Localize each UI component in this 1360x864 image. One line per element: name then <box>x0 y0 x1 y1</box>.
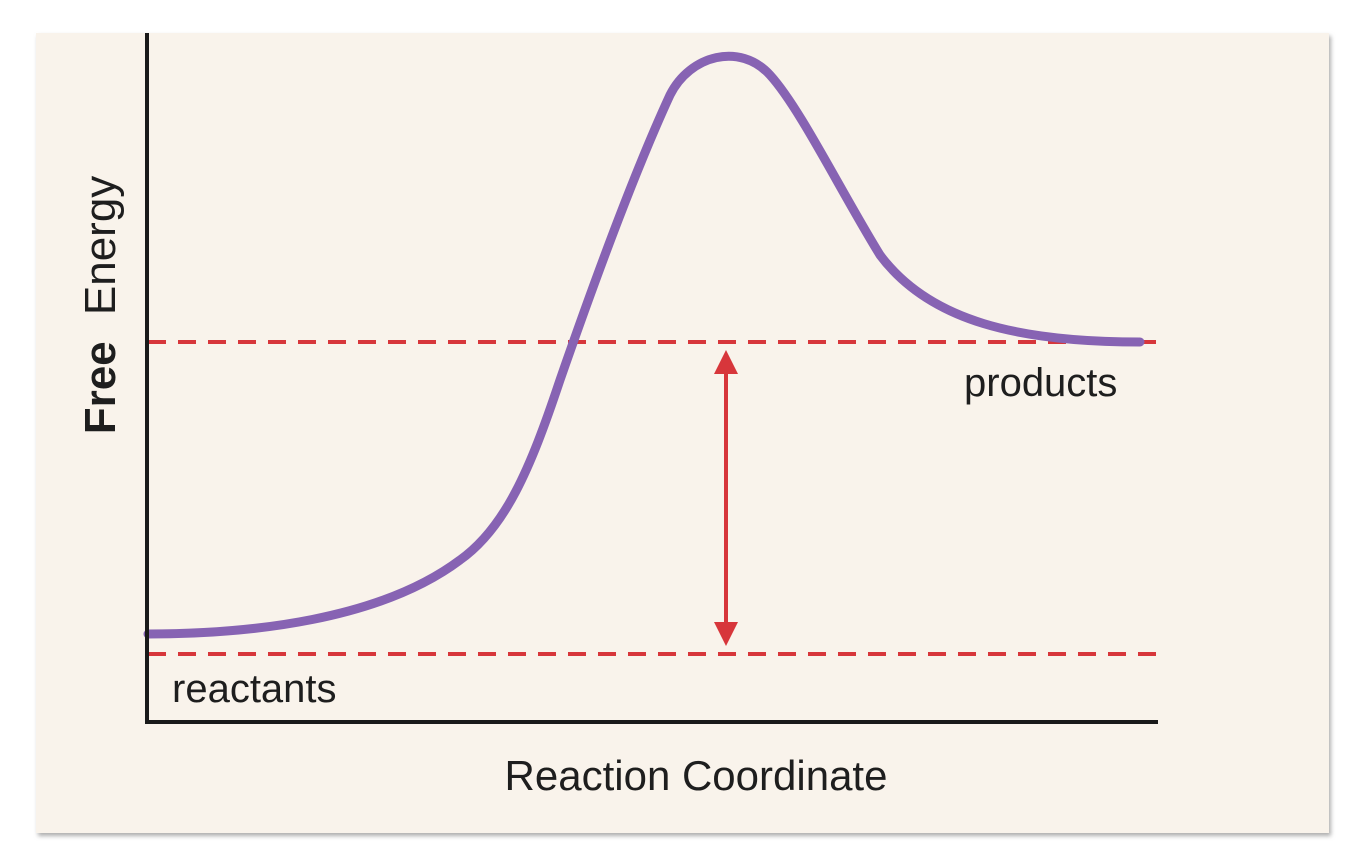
products-label: products <box>964 361 1117 405</box>
y-axis-label: Free Energy <box>76 176 125 435</box>
y-axis-label-free: Free <box>76 341 125 434</box>
reactants-label: reactants <box>172 667 337 711</box>
diagram-background <box>36 33 1329 833</box>
reaction-energy-curve <box>143 51 1145 639</box>
y-axis-label-energy: Energy <box>76 176 125 315</box>
x-axis-label: Reaction Coordinate <box>505 752 888 799</box>
